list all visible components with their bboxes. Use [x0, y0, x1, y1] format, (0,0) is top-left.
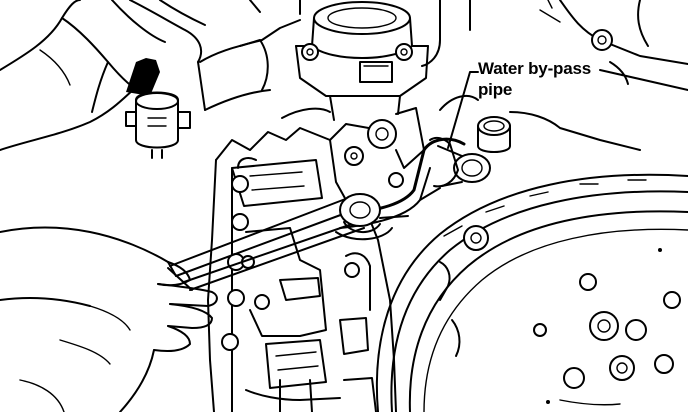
upper-manifold [197, 0, 471, 111]
engine-block [207, 95, 425, 412]
callout-label-line-2: pipe [478, 80, 513, 99]
sensor-connector [125, 58, 191, 159]
flywheel [375, 173, 688, 412]
callout-leader [447, 71, 479, 149]
box-wrench [167, 193, 409, 291]
upper-right-parts [439, 0, 688, 153]
lower-left-hand [0, 226, 218, 412]
upper-left-hand [0, 0, 206, 151]
callout-label-line-1: Water by-pass [478, 59, 591, 78]
